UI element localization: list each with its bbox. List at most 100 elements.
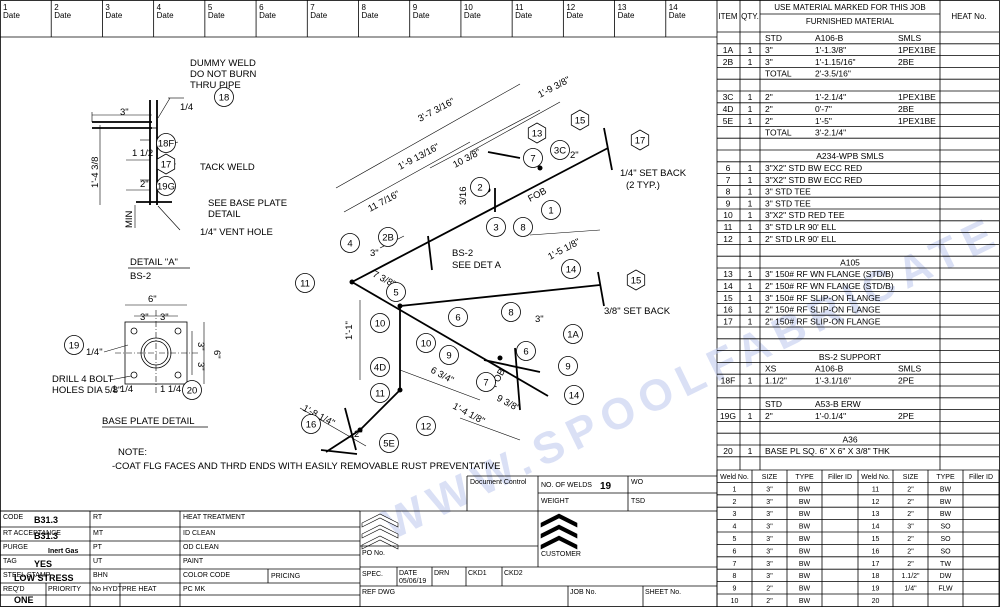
bom-desc-3: 2BE bbox=[898, 57, 914, 67]
item-balloon: 5 bbox=[386, 282, 406, 302]
bp-dim-3a: 3" bbox=[140, 312, 149, 323]
bom-item: 4D bbox=[723, 104, 734, 114]
company-logo-icon bbox=[540, 513, 578, 550]
item-balloon: 3C bbox=[550, 140, 570, 160]
pre-heat-label: PRE HEAT bbox=[122, 586, 157, 593]
item-balloon: 6 bbox=[516, 341, 536, 361]
iso-dim-i: 9 3/8" bbox=[495, 393, 522, 414]
bom-desc-3: 1PEX1BE bbox=[898, 116, 936, 126]
bp-dim-3v2: 3" bbox=[195, 362, 206, 371]
weld-cell: 17 bbox=[872, 561, 880, 568]
weld-cell: DW bbox=[940, 573, 952, 580]
weld-cell: 1/4" bbox=[904, 586, 917, 593]
set-back-2: 3/8" SET BACK bbox=[604, 306, 671, 317]
balloon-label: 1 bbox=[548, 205, 553, 216]
balloon-label: 19 bbox=[69, 340, 80, 351]
bom-desc-1: 2" bbox=[765, 92, 773, 102]
weld-cell: 2" bbox=[907, 499, 914, 506]
bom-qty: 1 bbox=[748, 210, 753, 220]
iso-dim-n: 2" bbox=[570, 150, 579, 161]
weld-cell: BW bbox=[799, 524, 811, 531]
bom-desc-2: 3'-2.1/4" bbox=[815, 128, 846, 138]
bom-desc-1: 2" 150# RF SLIP-ON FLANGE bbox=[765, 305, 881, 315]
balloon-label: 2B bbox=[382, 232, 394, 243]
bom-desc-3: 2PE bbox=[898, 411, 914, 421]
bs2-ref-2: SEE DET A bbox=[452, 260, 502, 271]
bom-desc-2: BS-2 SUPPORT bbox=[819, 352, 881, 362]
weld-cell: BW bbox=[799, 561, 811, 568]
weld-cell: BW bbox=[799, 548, 811, 555]
bom-item: 12 bbox=[723, 234, 733, 244]
item-balloon: 10 bbox=[416, 333, 436, 353]
detail-a: DUMMY WELD DO NOT BURN THRU PIPE 3" 1/4 … bbox=[90, 58, 287, 282]
bom-desc-1: 2" bbox=[765, 116, 773, 126]
revision-number: 3 bbox=[105, 3, 110, 12]
item-balloon: 4 bbox=[340, 233, 360, 253]
weld-cell: 6 bbox=[733, 548, 737, 555]
spec-process-label: COLOR CODE bbox=[183, 572, 230, 579]
ckd2-label: CKD2 bbox=[504, 570, 523, 577]
revision-date-label: Date bbox=[105, 11, 122, 20]
bom-desc-1: 2" bbox=[765, 411, 773, 421]
weld-cell: 3" bbox=[766, 499, 773, 506]
weight-label: WEIGHT bbox=[541, 498, 570, 505]
drill-label-1: DRILL 4 BOLT bbox=[52, 374, 113, 385]
dim-min: MIN bbox=[124, 210, 135, 228]
bp-dim-6: 6" bbox=[148, 294, 157, 305]
weld-cell: TW bbox=[940, 561, 951, 568]
doc-control-label: Document Control bbox=[470, 479, 527, 486]
weld-cell: BW bbox=[799, 536, 811, 543]
weld-cell: FLW bbox=[938, 586, 953, 593]
iso-dim-f: 1'-5 1/8" bbox=[546, 237, 582, 263]
item-balloon: 11 bbox=[370, 383, 390, 403]
iso-dim-d: 10 3/8" bbox=[451, 147, 482, 171]
balloon-label: 11 bbox=[375, 388, 385, 399]
item-balloon: 17 bbox=[630, 129, 650, 151]
weld-cell: SO bbox=[940, 524, 951, 531]
bp-dim-3v: 3" bbox=[195, 342, 206, 351]
weld-cell: 4 bbox=[733, 524, 737, 531]
tack-weld-label: TACK WELD bbox=[200, 162, 255, 173]
item-balloon: 10 bbox=[370, 313, 390, 333]
bom-qty: 1 bbox=[748, 446, 753, 456]
balloon-label: 5 bbox=[393, 287, 398, 298]
vent-hole-label: 1/4" VENT HOLE bbox=[200, 227, 273, 238]
iso-dim-c: 1'-9 13/16" bbox=[396, 142, 441, 173]
spec-value: B31.3 bbox=[34, 515, 58, 525]
item-balloon: 19 bbox=[64, 335, 84, 355]
iso-dim-r: 3/16 bbox=[458, 187, 469, 206]
spec-label: TAG bbox=[3, 558, 17, 565]
bom-qty: 1 bbox=[748, 293, 753, 303]
no-hydt-label: No HYDT bbox=[92, 586, 123, 593]
bom-qty: 1 bbox=[748, 45, 753, 55]
weld-cell: 20 bbox=[872, 598, 880, 605]
revision-number: 6 bbox=[259, 3, 264, 12]
base-plate-detail: 6" 3" 3" 6" 3" 3" 1/4" DRILL 4 BOLT HOLE… bbox=[52, 294, 222, 428]
balloon-label: 7 bbox=[483, 377, 488, 388]
bom-desc-1: 3" 150# RF WN FLANGE (STD/B) bbox=[765, 269, 894, 279]
bom-item: 7 bbox=[726, 175, 731, 185]
item-balloon: 7 bbox=[523, 148, 543, 168]
bom-qty: 1 bbox=[748, 92, 753, 102]
weld-cell: 3" bbox=[766, 548, 773, 555]
bom-item: 9 bbox=[726, 198, 731, 208]
weld-cell: 2" bbox=[766, 598, 773, 605]
dummy-weld-label-1: DUMMY WELD bbox=[190, 58, 256, 69]
revision-date-label: Date bbox=[310, 11, 327, 20]
item-balloon: 1 bbox=[541, 200, 561, 220]
balloon-label: 17 bbox=[635, 135, 646, 146]
reqd-label: REQ'D bbox=[3, 586, 25, 593]
bom-qty: 1 bbox=[748, 269, 753, 279]
